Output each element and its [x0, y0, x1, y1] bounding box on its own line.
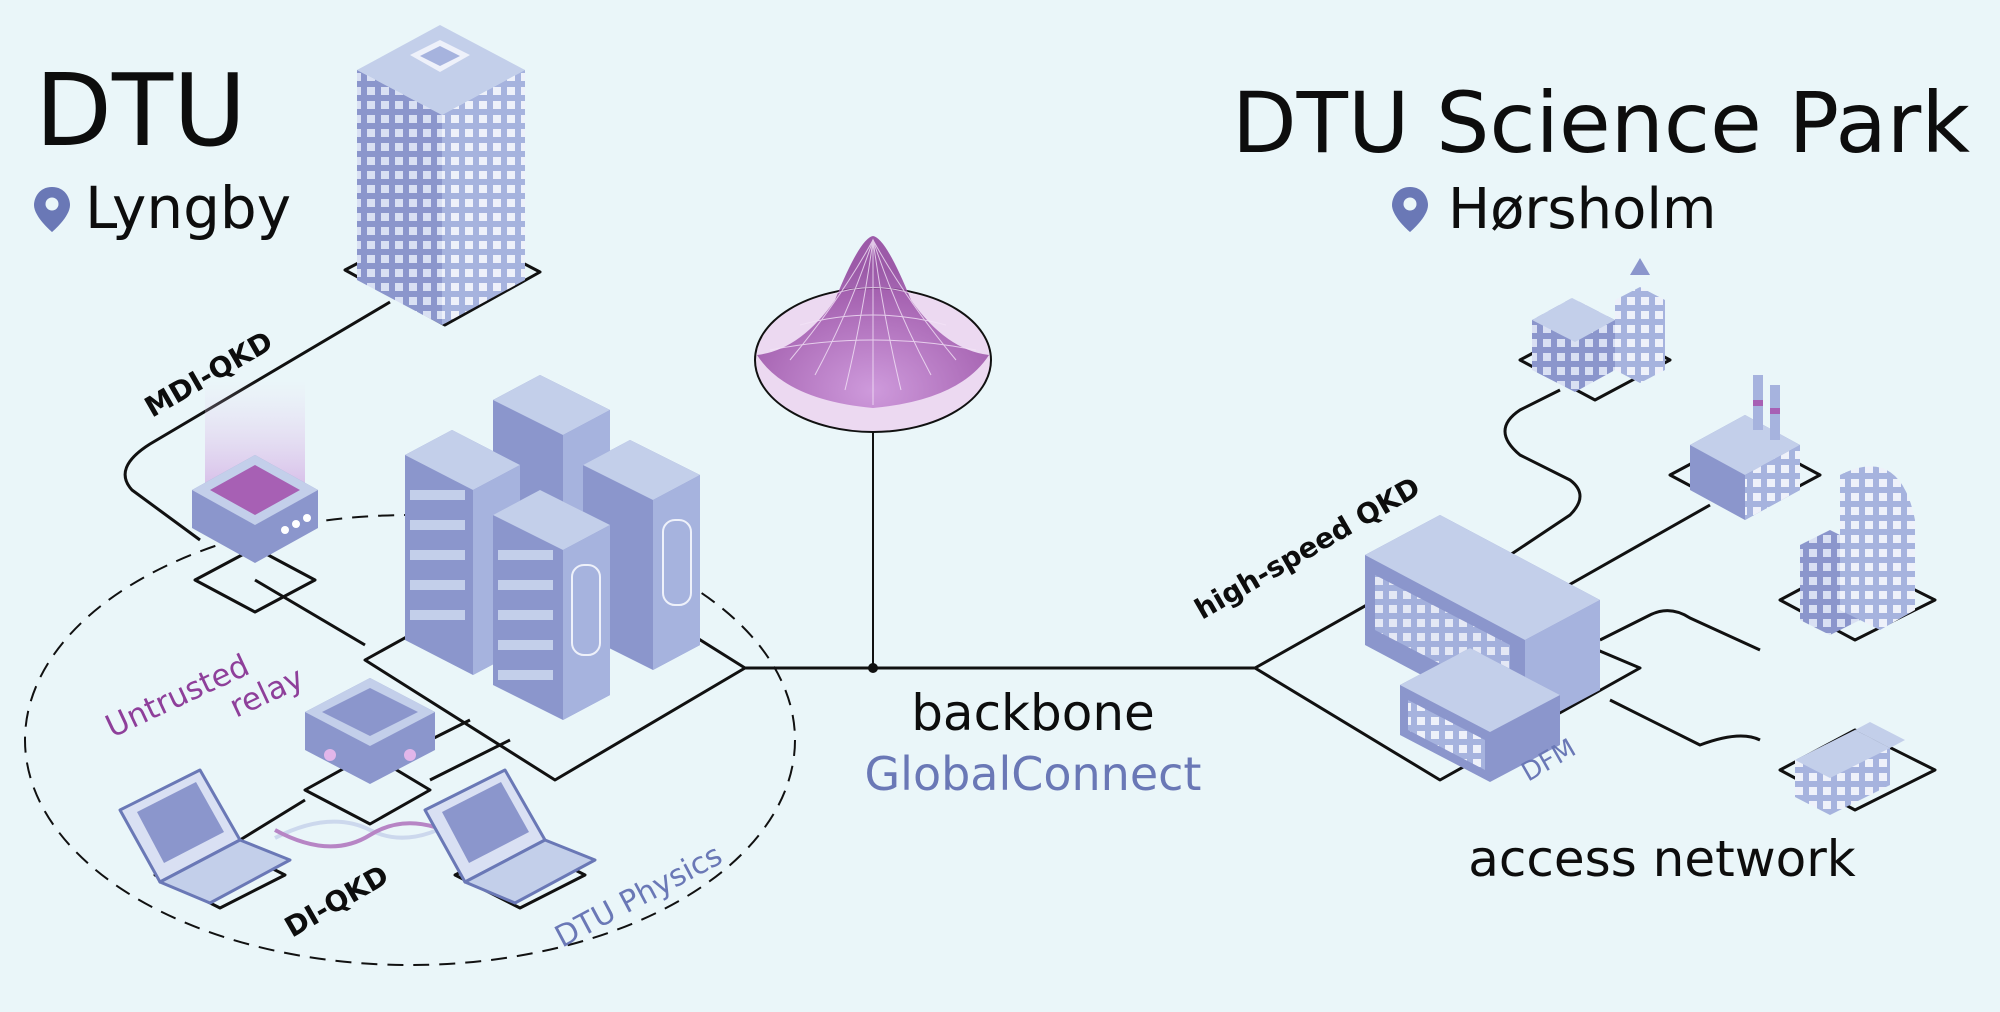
left-site-name: DTU: [35, 52, 246, 169]
di-qkd-label: DI-QKD: [279, 858, 394, 944]
access-building-icon: [1800, 466, 1915, 635]
entanglement-beams: [274, 816, 462, 849]
backbone-junction: [868, 663, 878, 673]
access-link-2: [1559, 503, 1711, 592]
gaussian-surface-icon: [754, 236, 992, 433]
server-rack-group: [405, 375, 700, 720]
relay-platform: [193, 546, 317, 614]
access-link-4: [1609, 698, 1761, 747]
location-pin-icon: [34, 187, 70, 232]
factory-icon: [1690, 375, 1800, 520]
access-building-icon: [1532, 258, 1665, 392]
right-location: Hørsholm: [1448, 177, 1716, 242]
access-link-1: [1503, 388, 1582, 557]
dfm-building-icon: [1365, 515, 1600, 782]
right-site-name: DTU Science Park: [1232, 74, 1970, 172]
access-network-label: access network: [1468, 830, 1855, 888]
untrusted-relay-device-icon: [305, 678, 435, 784]
left-location: Lyngby: [85, 174, 291, 242]
mdi-qkd-link: [123, 300, 391, 542]
location-pin-icon: [1392, 187, 1428, 232]
laptop-icon: [423, 768, 597, 905]
laptop-link-right: [429, 738, 511, 782]
server-rack-icon: [583, 440, 700, 670]
mdi-qkd-device-icon: [192, 380, 318, 563]
access-link-3: [1599, 609, 1761, 652]
access-building-icon: [1795, 722, 1905, 815]
laptop-link-left: [239, 798, 306, 842]
dtu-building-icon: [357, 25, 525, 325]
di-relay-server-link: [429, 718, 471, 742]
backbone-title: backbone: [911, 684, 1155, 742]
laptop-icon: [118, 768, 292, 905]
relay-link: [254, 578, 366, 647]
backbone-provider: GlobalConnect: [865, 747, 1202, 801]
server-rack-icon: [493, 490, 610, 720]
